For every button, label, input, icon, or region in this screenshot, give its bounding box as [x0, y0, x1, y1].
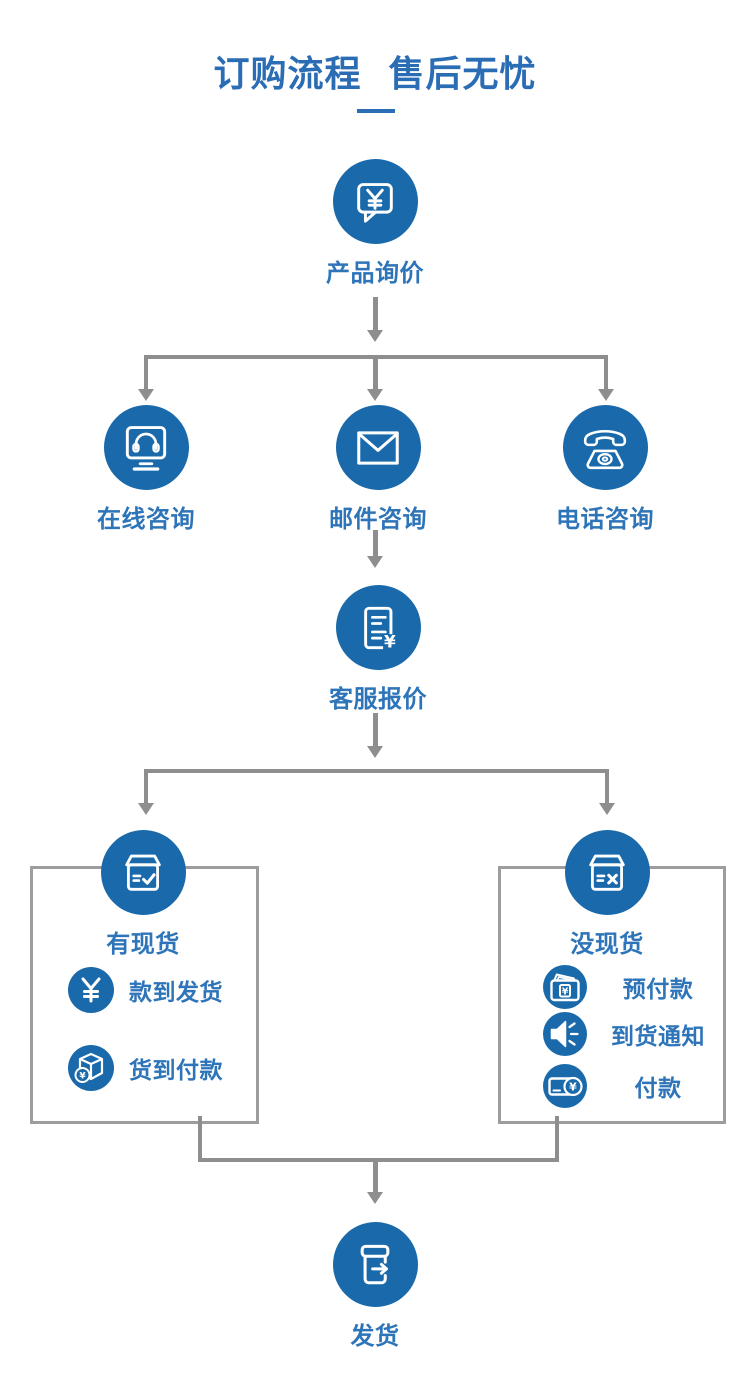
- node-online-consult: 在线咨询: [76, 405, 216, 534]
- node-ship: 发货: [305, 1222, 445, 1351]
- item-label: 货到付款: [129, 1058, 223, 1084]
- title-underline: [357, 109, 395, 113]
- item-circle: ¥: [543, 965, 587, 1009]
- node-label: 发货: [350, 1322, 400, 1350]
- box-x-icon: [589, 854, 625, 891]
- page-title: 订购流程 售后无忧: [213, 54, 537, 95]
- connector-line: [373, 530, 378, 556]
- node-circle: [562, 405, 648, 490]
- document-yuan-icon: ¥: [364, 606, 397, 651]
- connector-line: [198, 1158, 559, 1162]
- arrowhead-icon: [598, 389, 614, 401]
- box-check-icon: [125, 854, 161, 891]
- connector-line: [373, 713, 378, 746]
- node-label: 没现货: [570, 930, 644, 958]
- connector-line: [373, 297, 378, 330]
- node-label: 电话咨询: [556, 505, 654, 533]
- list-item-cash-on-delivery: ¥ 货到付款: [68, 1045, 223, 1091]
- node-product-inquiry: 产品询价: [305, 159, 445, 288]
- node-circle: [100, 830, 186, 915]
- yuan-icon: [81, 977, 101, 1003]
- node-service-quote: ¥ 客服报价: [308, 585, 448, 714]
- envelope-icon: [357, 430, 399, 465]
- connector-line: [373, 355, 378, 389]
- connector-line: [555, 1116, 559, 1162]
- yuan-glyph: ¥: [569, 1081, 577, 1094]
- yuan-glyph: ¥: [562, 987, 569, 998]
- node-circle: [332, 1222, 418, 1307]
- node-label: 产品询价: [326, 259, 424, 287]
- item-circle: ¥: [68, 1045, 114, 1091]
- megaphone-icon: [550, 1020, 579, 1048]
- arrowhead-icon: [138, 389, 154, 401]
- item-label: 款到发货: [129, 980, 223, 1006]
- node-email-consult: 邮件咨询: [308, 405, 448, 534]
- connector-line: [144, 355, 148, 389]
- node-label: 在线咨询: [97, 505, 195, 533]
- package-coin-icon: ¥: [74, 1052, 104, 1083]
- yuan-glyph: ¥: [79, 1072, 86, 1082]
- connector-line: [605, 769, 609, 803]
- arrowhead-icon: [599, 803, 615, 815]
- connector-line: [144, 769, 148, 803]
- wallet-yuan-icon: ¥: [550, 973, 580, 1002]
- monitor-headset-icon: [125, 425, 167, 471]
- arrowhead-icon: [367, 746, 383, 758]
- yuan-glyph: ¥: [384, 631, 396, 651]
- item-label: 付款: [634, 1076, 682, 1102]
- node-label: 客服报价: [329, 685, 427, 713]
- node-circle: [564, 830, 650, 915]
- node-circle: ¥: [335, 585, 421, 670]
- arrowhead-icon: [367, 556, 383, 568]
- node-in-stock: 有现货: [73, 830, 213, 959]
- node-label: 有现货: [106, 930, 180, 958]
- item-circle: ¥: [543, 1064, 587, 1108]
- connector-line: [198, 1116, 202, 1162]
- arrowhead-icon: [367, 1192, 383, 1204]
- chat-yuan-icon: [357, 182, 393, 223]
- node-circle: [335, 405, 421, 490]
- list-item-prepayment: ¥ 预付款: [543, 965, 721, 1009]
- node-label: 邮件咨询: [329, 505, 427, 533]
- item-circle: [68, 967, 114, 1013]
- connector-line: [604, 355, 608, 389]
- node-circle: [332, 159, 418, 244]
- card-coin-icon: ¥: [548, 1076, 583, 1097]
- list-item-pay-then-ship: 款到发货: [68, 967, 223, 1013]
- box-arrow-icon: [360, 1244, 390, 1284]
- list-item-arrival-notice: 到货通知: [543, 1012, 721, 1056]
- node-no-stock: 没现货: [537, 830, 677, 959]
- arrowhead-icon: [367, 330, 383, 342]
- arrowhead-icon: [138, 803, 154, 815]
- telephone-icon: [583, 429, 627, 469]
- arrowhead-icon: [367, 389, 383, 401]
- node-phone-consult: 电话咨询: [535, 405, 675, 534]
- node-circle: [103, 405, 189, 490]
- connector-line: [373, 1158, 378, 1193]
- item-label: 预付款: [622, 977, 694, 1003]
- connector-line: [144, 769, 609, 773]
- item-label: 到货通知: [611, 1024, 705, 1050]
- item-circle: [543, 1012, 587, 1056]
- list-item-payment: ¥ 付款: [543, 1064, 721, 1108]
